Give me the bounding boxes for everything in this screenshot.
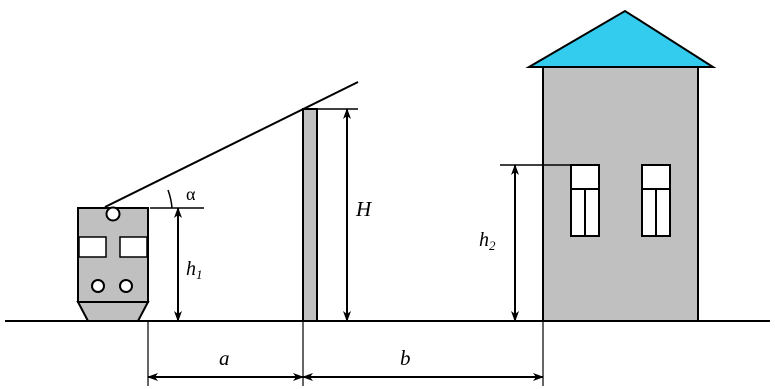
tram-window-left bbox=[78, 236, 107, 258]
tram-headlight-right bbox=[119, 279, 133, 293]
house-window-right bbox=[641, 164, 671, 237]
b-label: b bbox=[400, 346, 411, 370]
tram-base bbox=[76, 301, 150, 322]
tram-headlight-left bbox=[91, 279, 105, 293]
h1-label: h1 bbox=[186, 258, 203, 282]
a-label: a bbox=[219, 346, 230, 370]
tram-top-light bbox=[105, 206, 121, 222]
sight-line bbox=[104, 81, 359, 208]
angle-label: α bbox=[186, 184, 196, 204]
house-roof bbox=[525, 9, 717, 68]
tram-window-right bbox=[119, 236, 148, 258]
H-label: H bbox=[355, 197, 373, 221]
angle-arc bbox=[167, 189, 173, 209]
house-window-left bbox=[570, 164, 600, 237]
house-wall bbox=[542, 66, 699, 322]
house bbox=[525, 9, 717, 322]
tram bbox=[76, 206, 150, 322]
pole bbox=[302, 108, 318, 322]
h2-label: h2 bbox=[479, 229, 496, 253]
